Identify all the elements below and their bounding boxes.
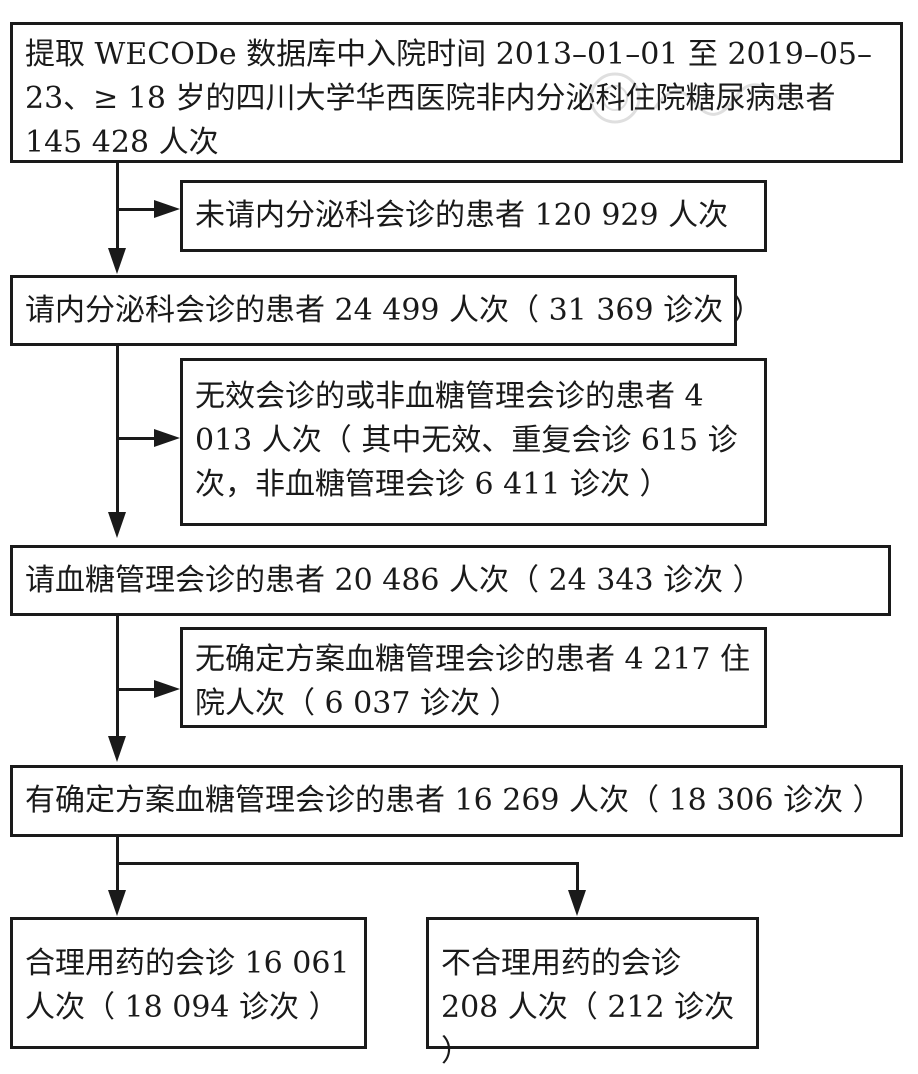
- node-start: 提取 WECODe 数据库中入院时间 2013–01–01 至 2019–05–…: [10, 22, 903, 163]
- connector-trunk-3: [116, 614, 119, 738]
- connector-trunk-1: [116, 161, 119, 251]
- node-glucose-consult: 请血糖管理会诊的患者 20 486 人次（ 24 343 诊次 ）: [10, 545, 891, 616]
- connector-branch-2: [116, 437, 156, 440]
- connector-trunk-2: [116, 344, 119, 514]
- arrow-down-2: [108, 512, 126, 538]
- arrow-down-5: [568, 890, 586, 916]
- node-excluded-invalid: 无效会诊的或非血糖管理会诊的患者 4 013 人次（ 其中无效、重复会诊 615…: [180, 358, 767, 526]
- connector-branch-3: [116, 688, 156, 691]
- arrow-down-1: [108, 248, 126, 274]
- arrow-down-3: [108, 736, 126, 762]
- node-plan-consult: 有确定方案血糖管理会诊的患者 16 269 人次（ 18 306 诊次 ）: [10, 765, 903, 837]
- arrow-right-1: [154, 200, 180, 218]
- arrow-right-2: [154, 429, 180, 447]
- node-irrational: 不合理用药的会诊 208 人次（ 212 诊次 ）: [426, 917, 759, 1069]
- connector-branch-1: [116, 208, 156, 211]
- node-excluded-no-consult: 未请内分泌科会诊的患者 120 929 人次: [180, 180, 767, 252]
- node-rational: 合理用药的会诊 16 061 人次（ 18 094 诊次 ）: [10, 917, 367, 1049]
- arrow-down-4: [108, 890, 126, 916]
- connector-split-right: [576, 862, 579, 892]
- arrow-right-3: [154, 680, 180, 698]
- node-endo-consult: 请内分泌科会诊的患者 24 499 人次（ 31 369 诊次 ）: [10, 275, 763, 346]
- node-excluded-no-plan: 无确定方案血糖管理会诊的患者 4 217 住院人次（ 6 037 诊次 ）: [180, 627, 767, 728]
- connector-split: [116, 862, 579, 865]
